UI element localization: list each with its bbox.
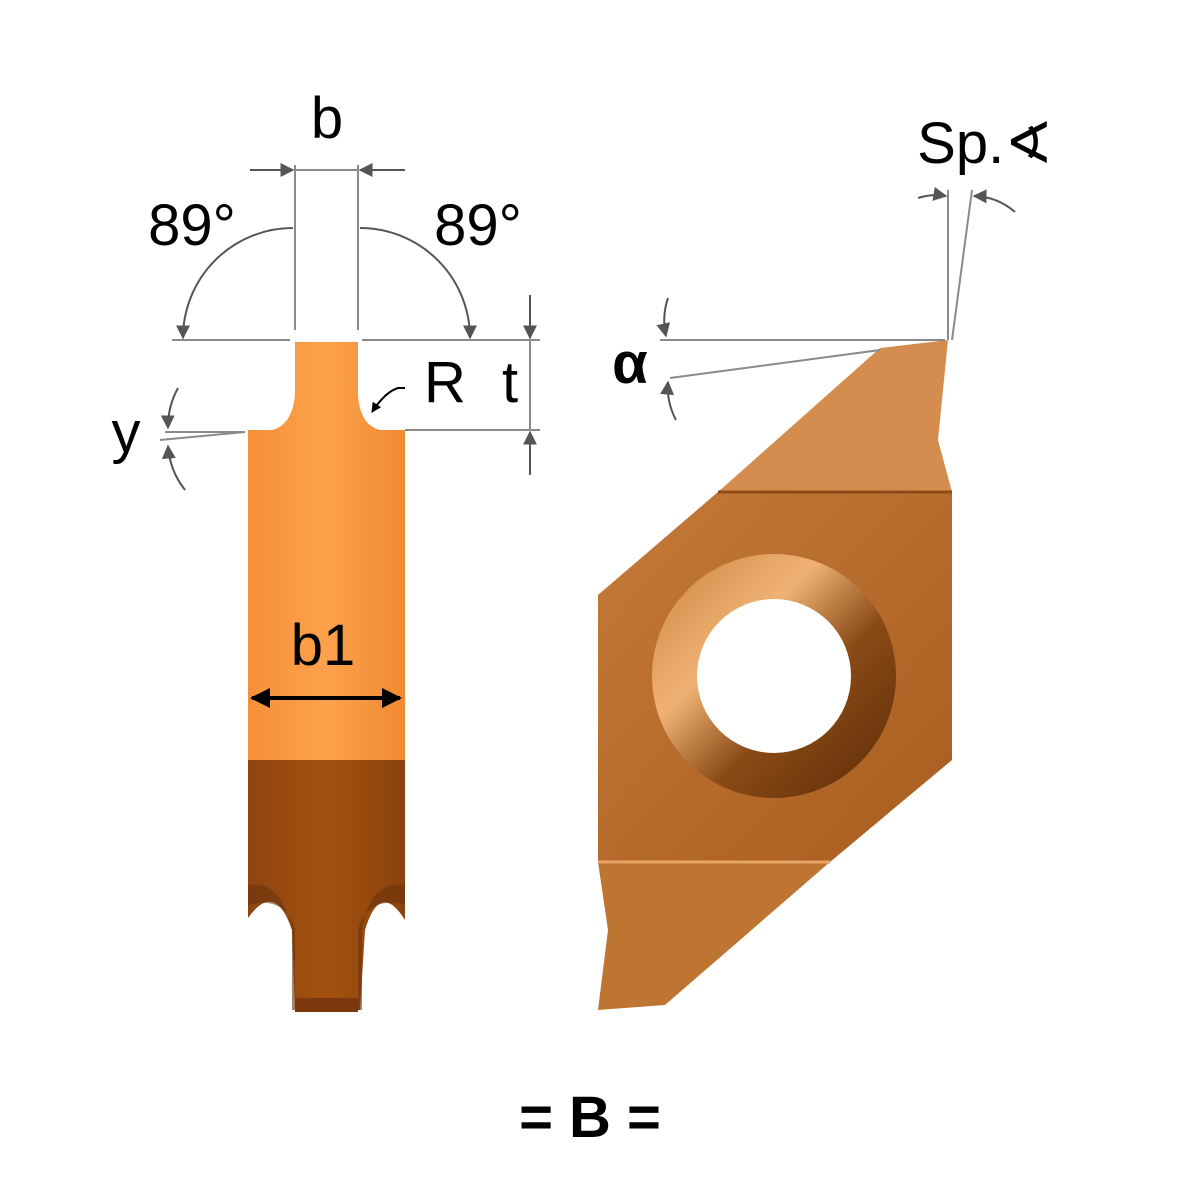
front-view	[248, 342, 405, 1012]
label-variant: = B =	[519, 1085, 661, 1150]
label-depth: t	[502, 350, 518, 415]
label-y-angle: y	[112, 400, 141, 465]
label-b1: b1	[291, 613, 356, 678]
insert-neck	[248, 342, 405, 760]
label-sp-angle: Sp.∢	[917, 111, 1053, 176]
insert-lower-body	[248, 760, 405, 1010]
screw-hole	[697, 599, 851, 753]
label-b: b	[311, 86, 343, 151]
insert-tip-edge	[295, 998, 358, 1012]
front-view-dimensions	[159, 163, 540, 708]
insert-bottom-face	[598, 862, 830, 1010]
insert-lower-shadow-left	[248, 884, 295, 1010]
label-angle-left: 89°	[148, 193, 236, 258]
label-angle-right: 89°	[434, 193, 522, 258]
insert-top-face	[718, 340, 952, 492]
side-view-dimensions	[656, 187, 1016, 421]
side-view	[598, 340, 952, 1010]
label-radius: R	[424, 350, 466, 415]
label-alpha: α	[612, 331, 648, 396]
insert-lower-shadow-right	[358, 884, 405, 1010]
